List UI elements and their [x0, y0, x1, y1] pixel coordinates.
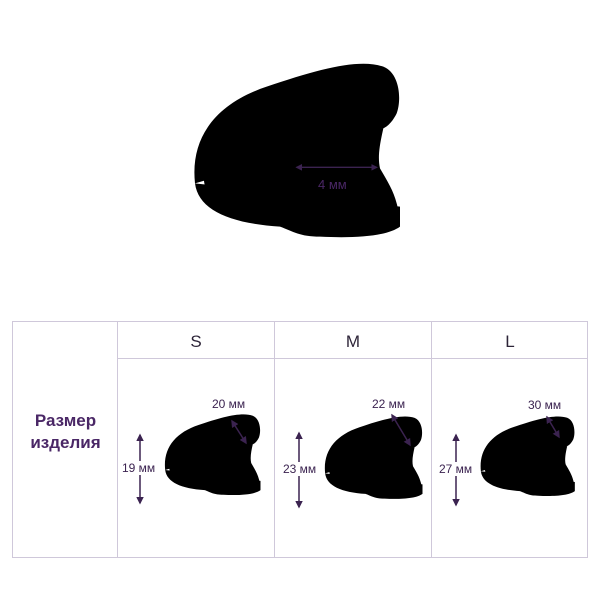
row-label: Размер изделия: [13, 410, 118, 454]
height-label-s: 19 мм: [122, 461, 156, 475]
width-label-s: 20 мм: [212, 397, 246, 411]
dimension-arrows-l: [452, 415, 560, 507]
height-label-m: 23 мм: [283, 462, 317, 476]
height-label-l: 27 мм: [439, 462, 473, 476]
size-header-s: S: [190, 332, 202, 351]
row-label-line1: Размер: [34, 411, 97, 430]
size-header-l: L: [505, 332, 515, 351]
size-table: S M L Размер изделия: [12, 321, 588, 558]
dimension-arrows-s: [136, 419, 247, 505]
width-label-m: 22 мм: [372, 397, 406, 411]
width-label-l: 30 мм: [528, 398, 562, 412]
gap-label: 4 мм: [318, 177, 347, 192]
size-header-m: M: [345, 332, 361, 351]
dimension-arrows-m: [295, 413, 411, 509]
product-main-illustration: [180, 50, 420, 250]
row-label-line2: изделия: [30, 433, 101, 452]
